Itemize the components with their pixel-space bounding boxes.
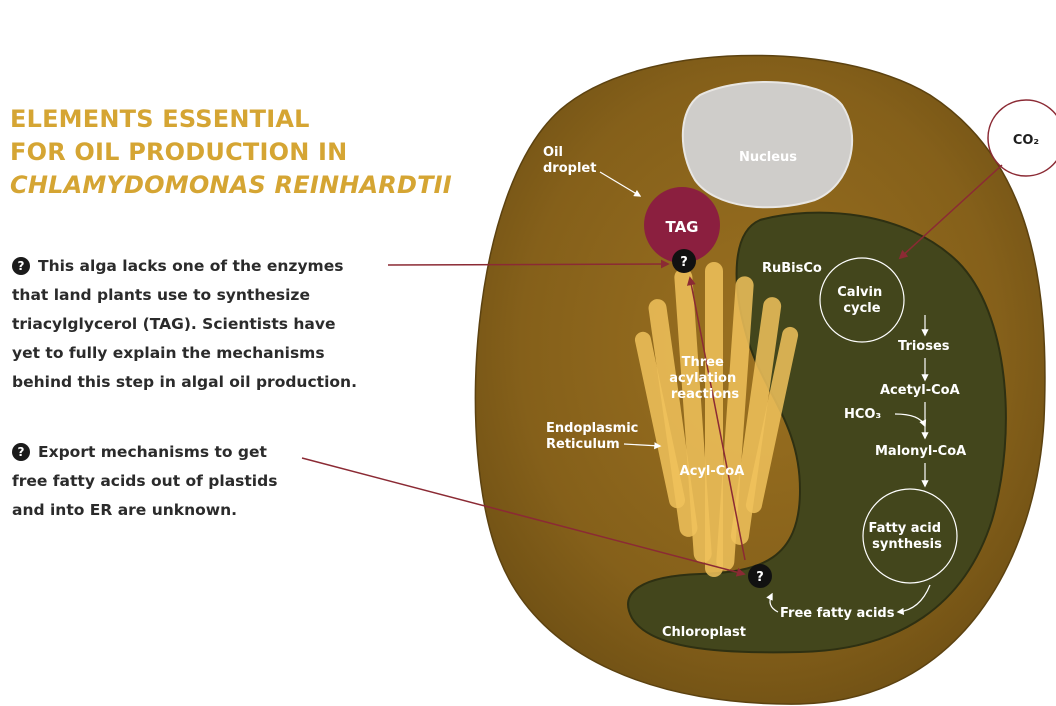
question-marker-tag: ? [672,249,696,273]
chloroplast-label: Chloroplast [662,625,746,640]
acyl-coa-label: Acyl-CoA [680,464,745,479]
nucleus-label: Nucleus [739,150,797,165]
question-marker-export: ? [748,564,772,588]
free-fatty-acids-label: Free fatty acids [780,606,895,621]
svg-text:?: ? [756,570,764,585]
calvin-cycle-label: Calvin cycle [837,285,887,316]
acetyl-coa-label: Acetyl-CoA [880,383,960,398]
malonyl-coa-label: Malonyl-CoA [875,444,966,459]
svg-text:?: ? [680,255,688,270]
fatty-acid-synthesis-label: Fatty acid synthesis [868,521,945,552]
trioses-label: Trioses [898,339,950,354]
nucleus [683,82,852,207]
co2-label: CO₂ [1013,133,1039,148]
hco3-label: HCO₃ [844,407,881,422]
pointer-line-tag [388,264,668,265]
rubisco-label: RuBisCo [762,261,822,276]
tag-label: TAG [666,218,699,236]
